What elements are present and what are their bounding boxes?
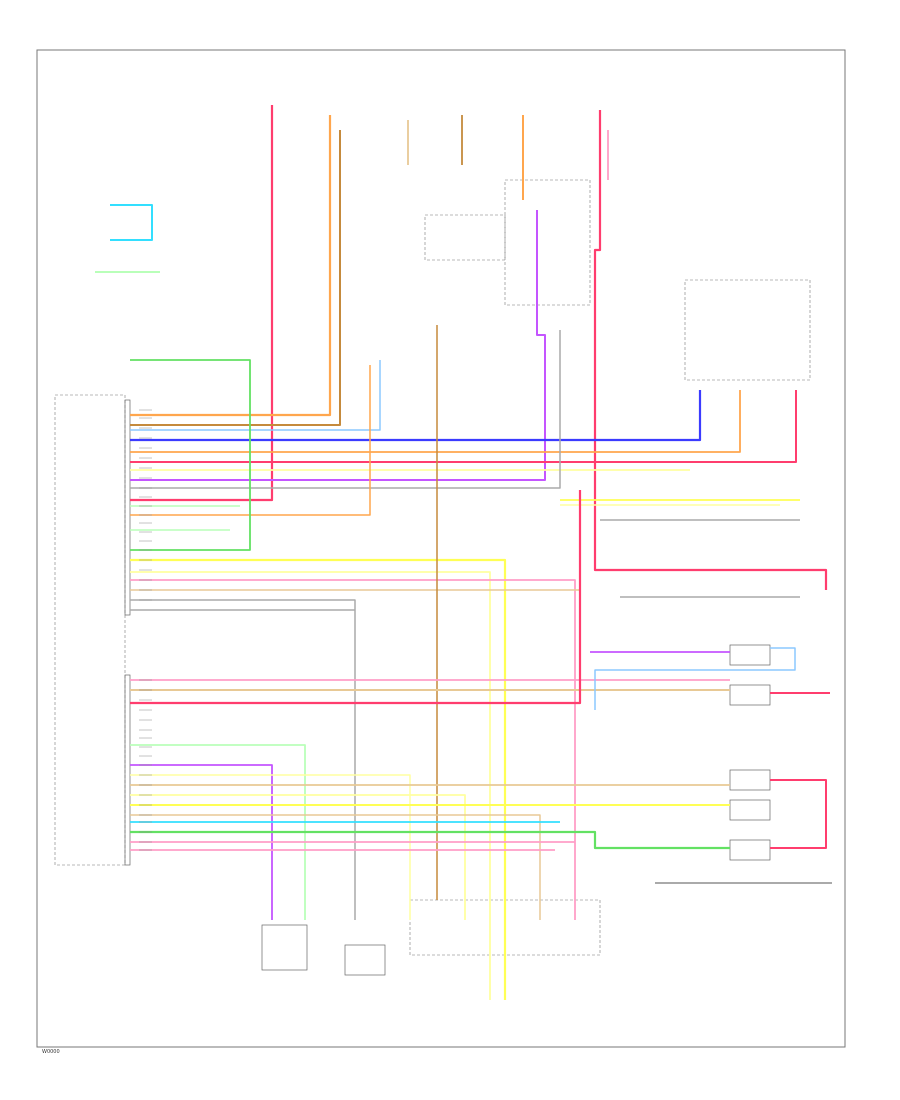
wire-tan [130,814,541,920]
wire-brown [130,130,341,426]
wire-orange [130,390,741,453]
wire-violet [130,764,273,920]
label-layer [139,409,152,851]
wire-yellow [130,558,507,1000]
wire-grey [130,330,561,489]
shift-solenoid-a [729,769,771,791]
wire-red [130,490,582,705]
underhood-fuse-block [504,179,591,306]
diagram-frame [36,49,846,1048]
bottom-left-code: W0000 [42,1049,60,1055]
shift-solenoid-b [729,799,771,821]
wire-green [130,830,730,850]
instrument-cluster [424,214,506,261]
pcm-connector-c1 [124,399,131,616]
wire-violet [130,210,546,481]
wire-red [770,779,827,849]
wire-lightblue [130,360,381,431]
wire-blue [130,390,702,442]
solenoid-block [344,944,386,976]
wire-lightyellow [130,794,466,920]
wire-red [130,390,797,463]
powertrain-control-module [54,394,126,866]
wire-harness [95,105,832,1000]
tcc-solenoid [729,684,771,706]
pcm-connector-c2 [124,674,131,866]
wire-red [593,110,828,590]
wire-orange [130,365,371,516]
manual-shift-switch [684,279,811,381]
wire-lightblue [594,647,796,710]
wire-green [130,359,251,551]
wire-lightyellow [130,774,411,920]
wire-cyan [110,204,153,241]
trans-fluid-temp-sensor [729,839,771,861]
vehicle-speed-sensor [261,924,308,971]
wire-lightgreen [130,744,306,920]
wire-grey [130,599,356,920]
wire-red [130,105,274,502]
wire-pink [130,579,576,920]
pressure-control-solenoid [729,644,771,666]
wire-orange [130,115,332,417]
wire-lightyellow [130,571,491,1000]
